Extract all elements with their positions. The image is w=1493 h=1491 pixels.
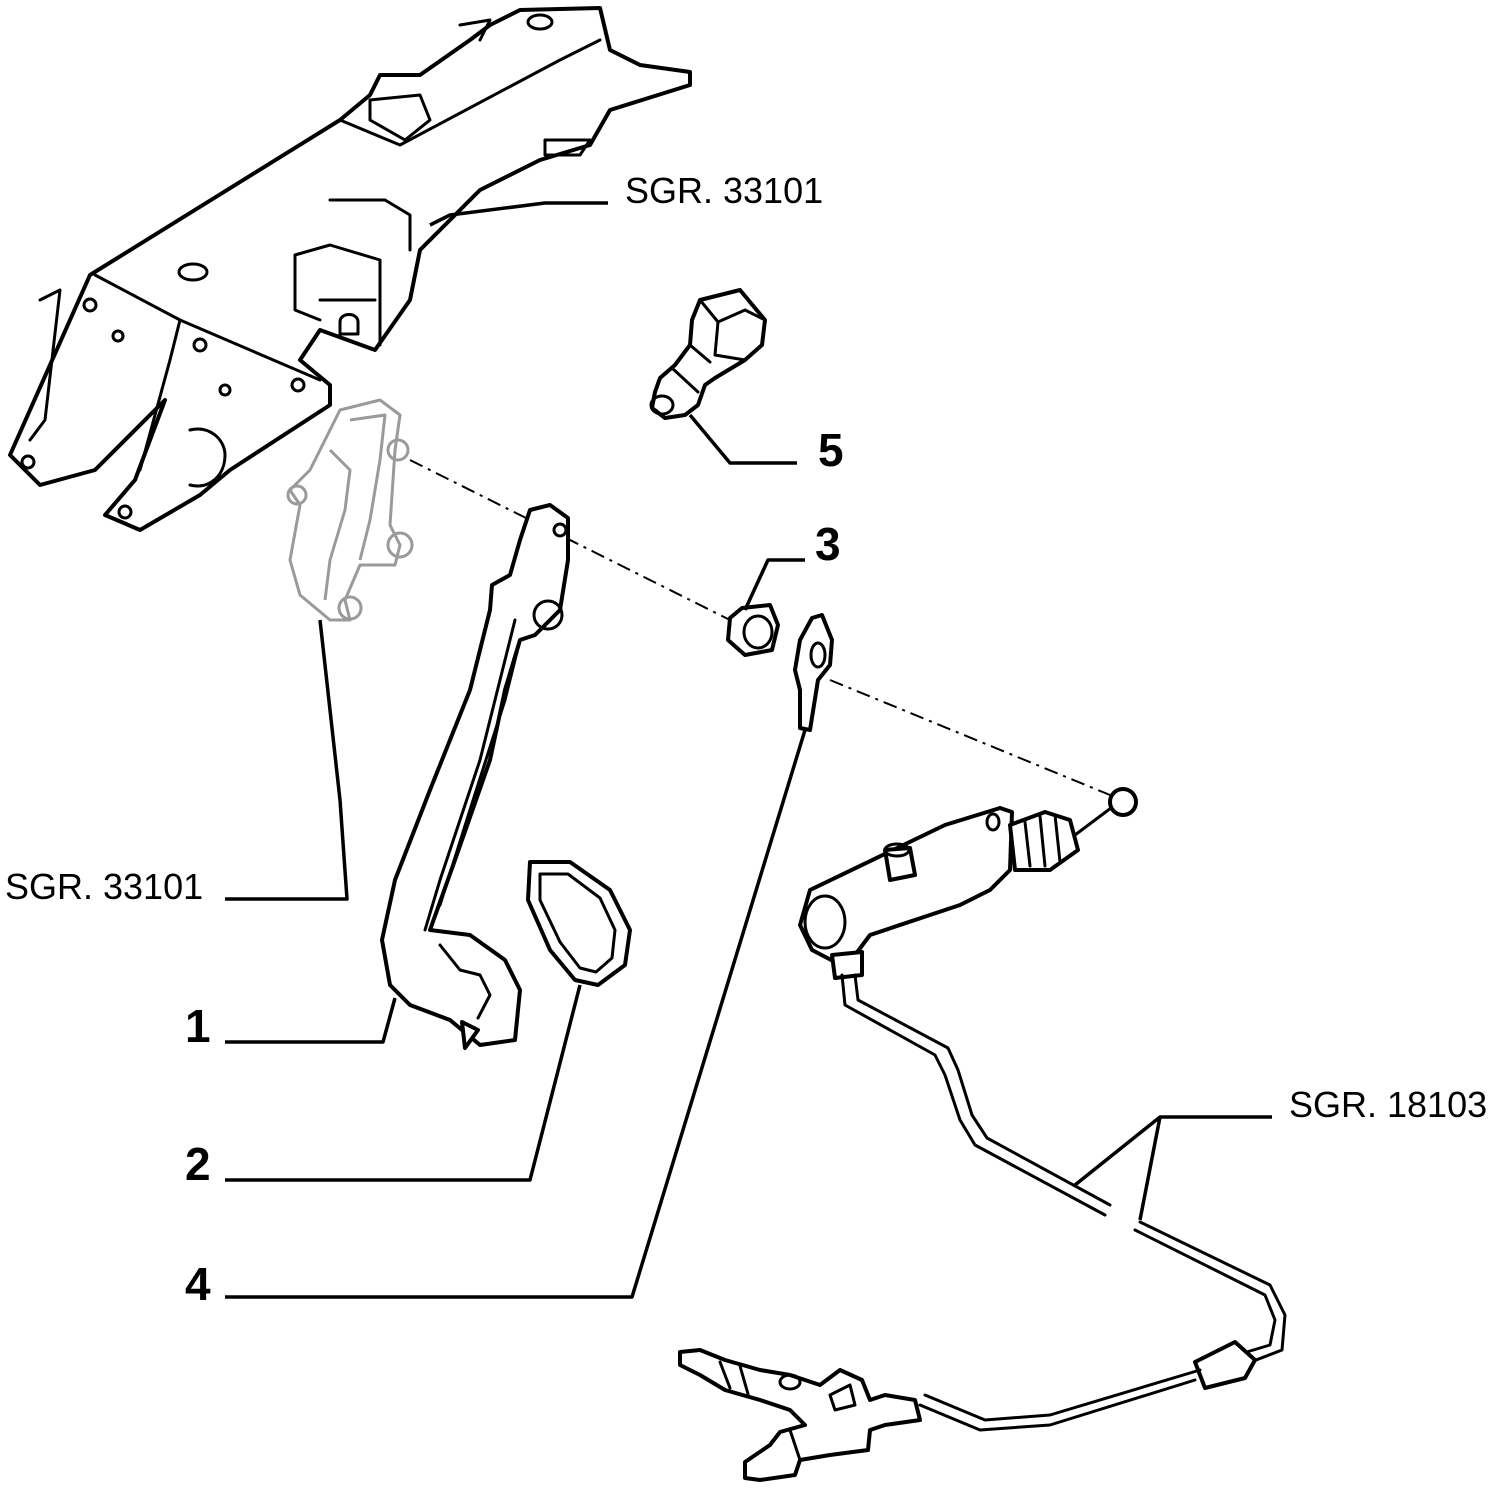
phantom-support-plate [286,398,414,622]
clutch-master-cylinder [798,787,1138,980]
leader-hydraulic-group [1073,1115,1272,1187]
pedal-switch [649,288,767,420]
upper-group-reference: SGR. 33101 [625,170,823,211]
callout-part-2: 2 [185,1138,211,1190]
leader-upper-group [429,201,608,227]
pedal-pad [526,860,632,987]
left-group-reference: SGR. 33101 [5,866,203,907]
leader-left-group [225,619,349,901]
leader-part-5 [688,413,797,465]
retaining-clip [793,613,834,732]
leader-part-2 [225,984,582,1182]
hydraulic-group-reference: SGR. 18103 [1289,1084,1487,1125]
slave-cylinder [678,1348,922,1482]
leader-part-4 [225,729,807,1299]
leader-part-1 [225,997,397,1044]
leader-hydraulic-group-2 [1138,1116,1162,1221]
callout-part-4: 4 [185,1258,211,1310]
callout-part-1: 1 [185,1000,211,1052]
clutch-pedal [380,503,570,1050]
leader-lines [225,201,1272,1299]
pedal-support-bracket [8,6,692,532]
callout-part-3: 3 [815,518,841,570]
leader-part-3 [743,558,805,611]
pivot-bushing [726,603,780,657]
hydraulic-pipe [840,973,1287,1432]
callout-part-5: 5 [818,424,844,476]
